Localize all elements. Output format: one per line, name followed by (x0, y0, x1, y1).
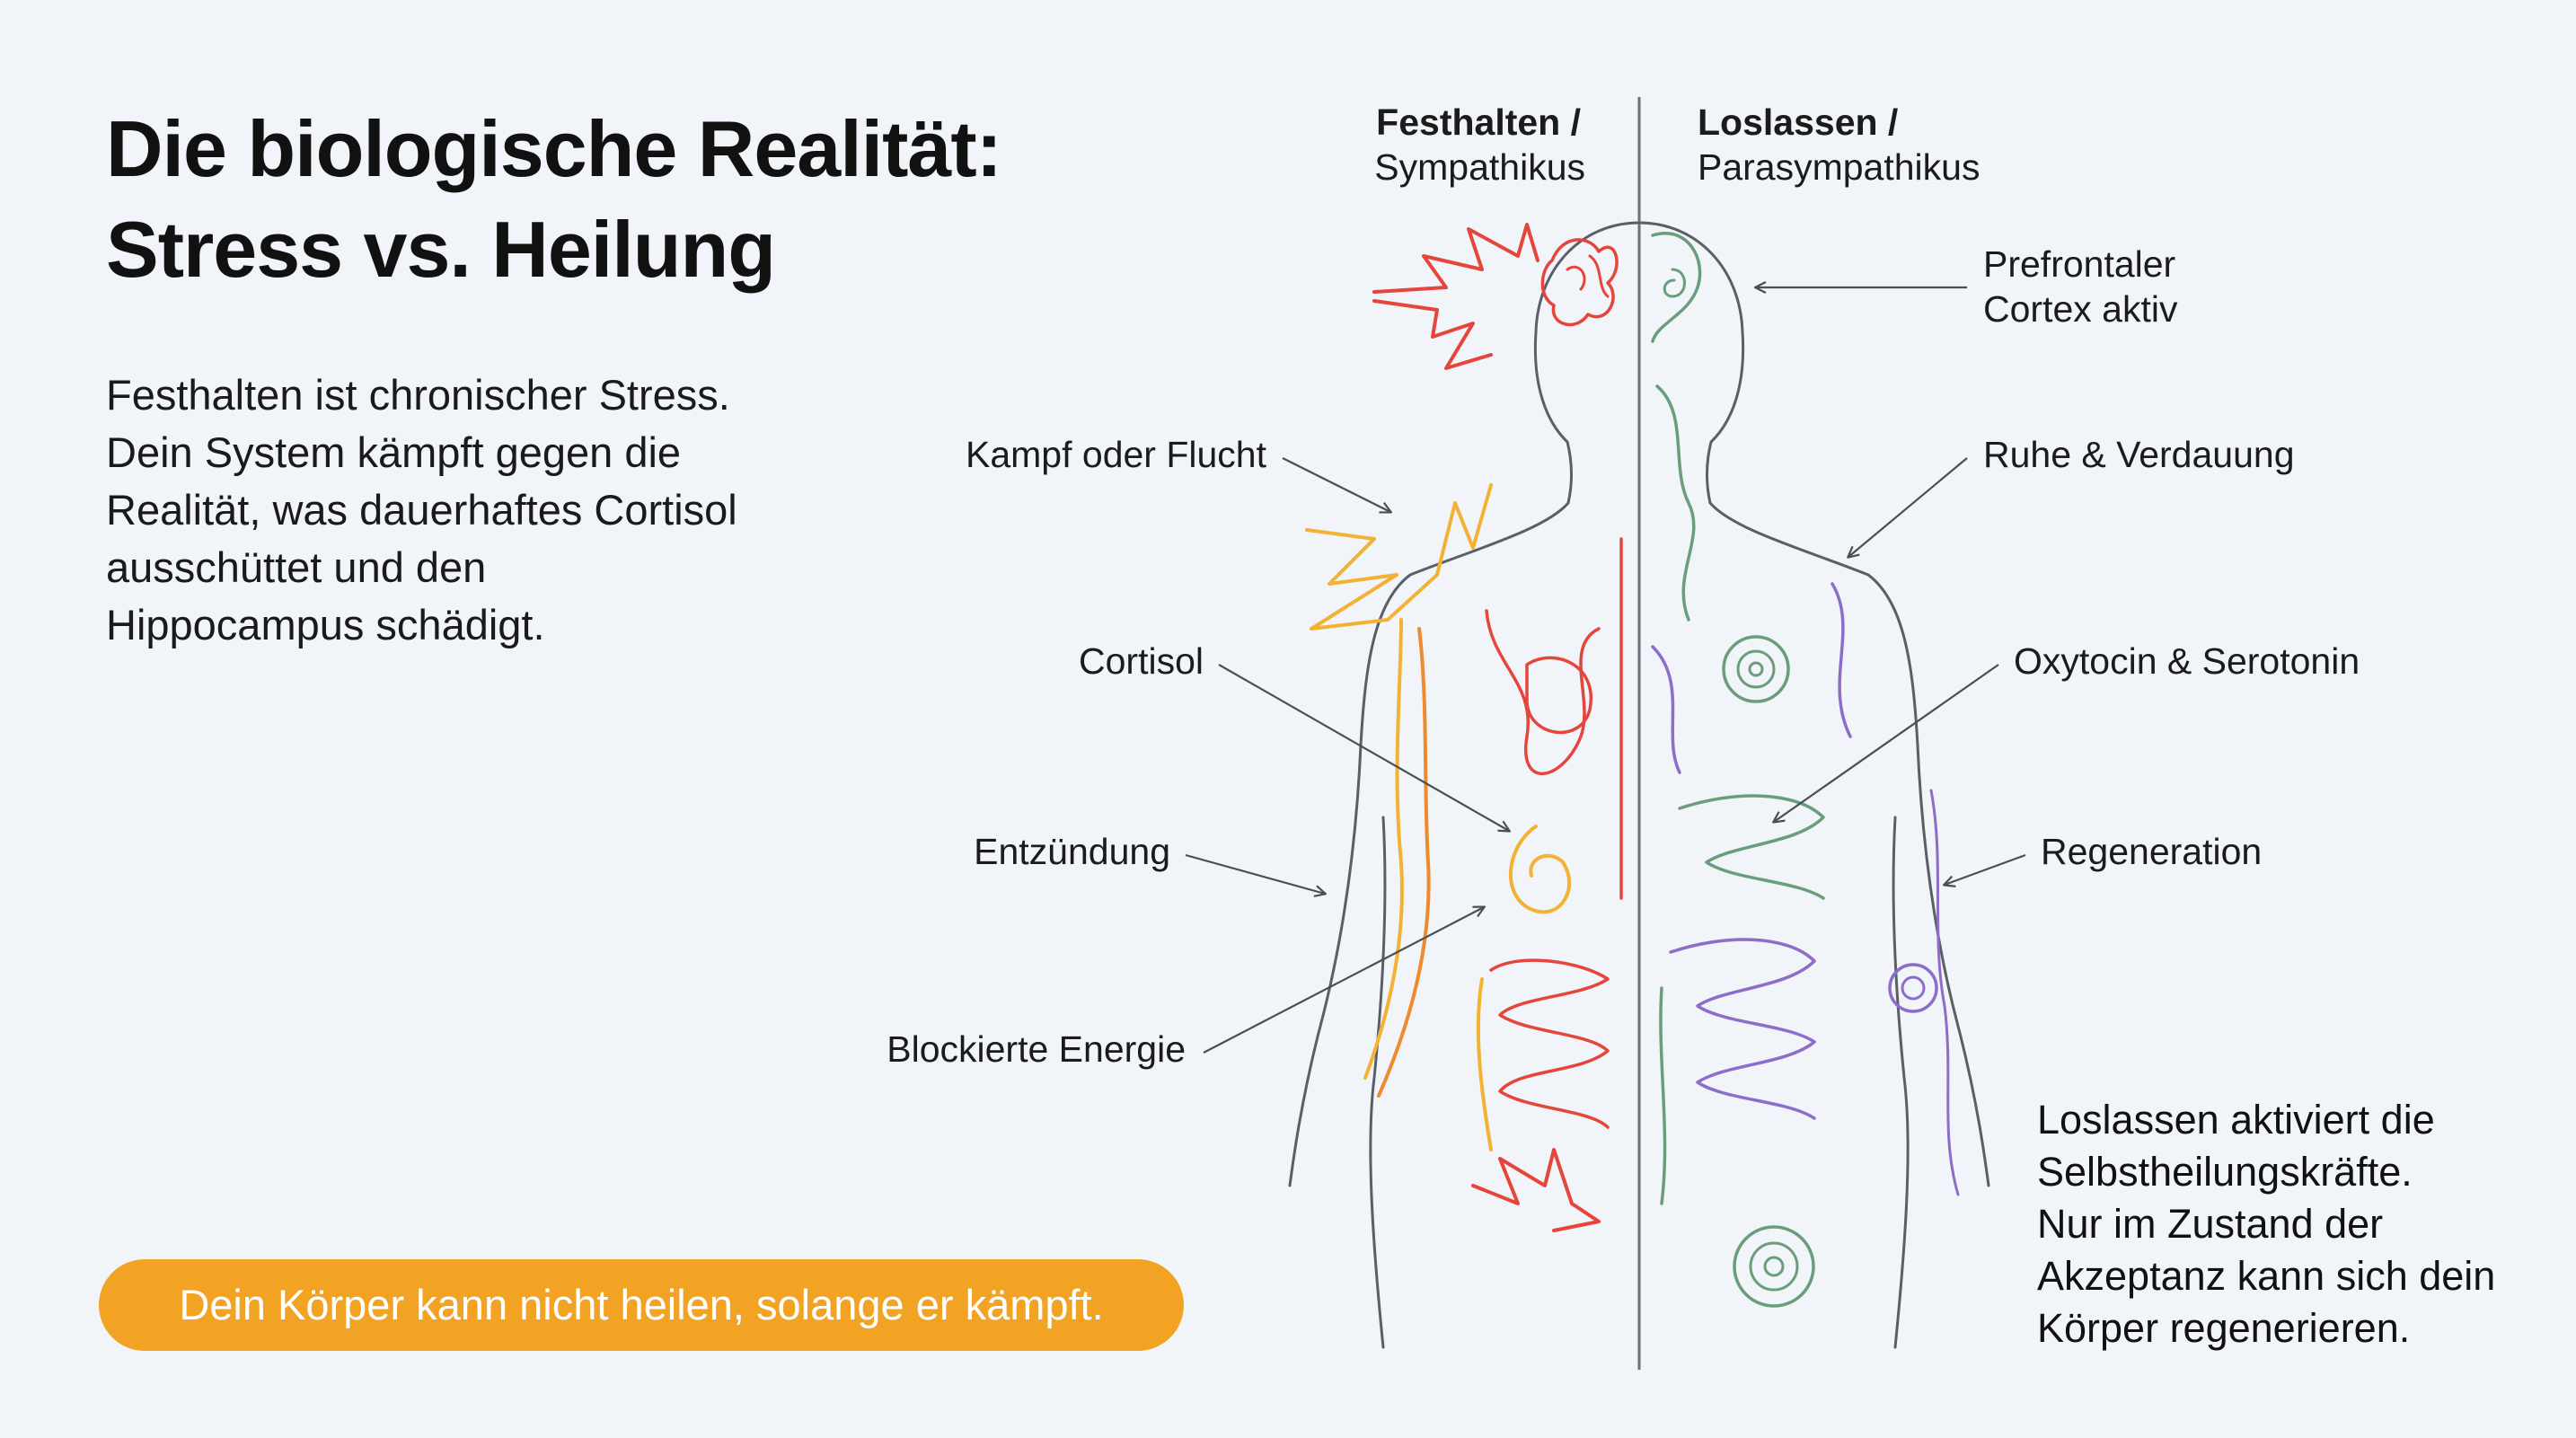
callout-pill: Dein Körper kann nicht heilen, solange e… (99, 1259, 1184, 1351)
arrow-regeneration (1945, 853, 2026, 885)
intro-line: Hippocampus schädigt. (106, 601, 545, 648)
label-prefrontal-line2: Cortex aktiv (1983, 288, 2178, 330)
label-prefrontal-line1: Prefrontaler (1983, 243, 2175, 285)
label-kampf-oder-flucht: Kampf oder Flucht (966, 434, 1267, 475)
body-outline (1288, 221, 1990, 1349)
label-oxytocin-serotonin: Oxytocin & Serotonin (2014, 640, 2360, 682)
label-ruhe-verdauung: Ruhe & Verdauung (1983, 434, 2295, 475)
arrow-cortisol (1218, 664, 1509, 831)
spiral-organ-icon (1508, 825, 1572, 914)
calm-wave-icon (1651, 582, 1852, 774)
intro-line: Dein System kämpft gegen die (106, 428, 682, 476)
brain-icon (1540, 238, 1619, 327)
page-title: Die biologische Realität: Stress vs. Hei… (106, 99, 1002, 300)
lungs-icon (1485, 609, 1601, 776)
closing-line: Körper regenerieren. (2037, 1305, 2411, 1351)
label-cortisol: Cortisol (1079, 640, 1204, 682)
intro-line: ausschüttet und den (106, 543, 487, 591)
jagged-lower-icon (1471, 1148, 1601, 1232)
title-line-2: Stress vs. Heilung (106, 205, 776, 294)
arrow-entzuendung (1185, 853, 1325, 894)
intro-line: Festhalten ist chronischer Stress. (106, 371, 730, 419)
arrow-ruhe (1848, 457, 1968, 557)
stress-side-illustration (1305, 223, 1623, 1232)
calm-intestine-icon (1669, 938, 1816, 1120)
left-header-bold: Festhalten / (1376, 101, 1581, 143)
right-header-bold: Loslassen / (1698, 101, 1898, 143)
right-arrows (1756, 287, 2026, 885)
title-line-1: Die biologische Realität: (106, 104, 1002, 193)
label-regeneration: Regeneration (2041, 831, 2262, 872)
intro-text: Festhalten ist chronischer Stress. Dein … (106, 366, 914, 654)
closing-line: Loslassen aktiviert die (2037, 1097, 2435, 1142)
arrow-oxytocin (1774, 664, 1999, 822)
calm-spiral-icon (1733, 1225, 1815, 1308)
arrow-blockierte-energie (1203, 907, 1484, 1054)
closing-text: Loslassen aktiviert die Selbstheilungskr… (2037, 1094, 2540, 1354)
arrow-kampf (1282, 457, 1390, 512)
closing-line: Akzeptanz kann sich dein (2037, 1253, 2496, 1299)
closing-line: Selbstheilungskräfte. (2037, 1149, 2413, 1195)
jagged-stress-head-icon (1372, 223, 1539, 294)
left-arrows (1185, 457, 1509, 1054)
closing-line: Nur im Zustand der (2037, 1201, 2384, 1247)
heart-icon (1525, 656, 1593, 735)
calm-side-illustration (1651, 232, 1960, 1308)
label-entzuendung: Entzündung (974, 831, 1170, 872)
jagged-shoulder-icon (1305, 483, 1493, 631)
intro-line: Realität, was dauerhaftes Cortisol (106, 486, 737, 534)
intestine-icon (1489, 958, 1610, 1129)
calm-brain-icon (1651, 232, 1702, 343)
left-header-regular: Sympathikus (1374, 146, 1585, 188)
label-blockierte-energie: Blockierte Energie (887, 1028, 1186, 1070)
right-header-regular: Parasympathikus (1698, 146, 1980, 188)
